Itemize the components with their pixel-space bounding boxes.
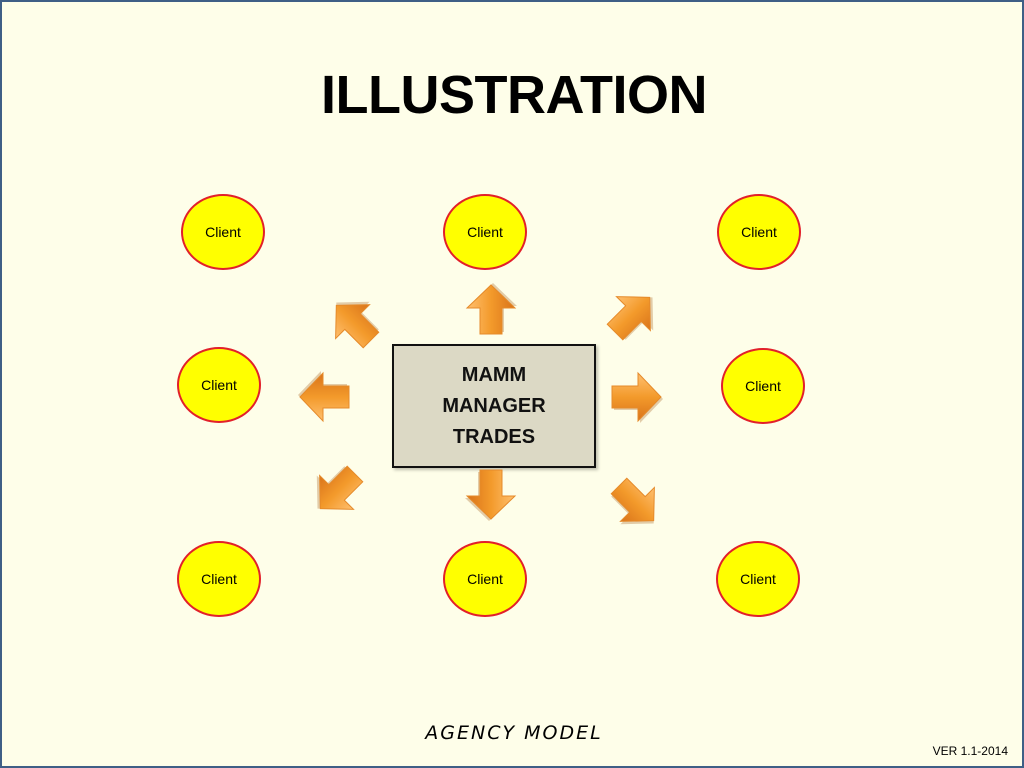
arrow-down-icon bbox=[461, 464, 521, 524]
client-node-middle-right: Client bbox=[721, 348, 805, 424]
arrow-up-left-icon bbox=[324, 293, 384, 353]
client-node-bottom-right: Client bbox=[716, 541, 800, 617]
center-line-1: MAMM bbox=[461, 363, 527, 386]
footer-label: AGENCY MODEL bbox=[425, 722, 603, 744]
client-node-top-center: Client bbox=[443, 194, 527, 270]
arrow-left-icon bbox=[295, 367, 355, 427]
client-node-bottom-left: Client bbox=[177, 541, 261, 617]
arrow-up-icon bbox=[461, 280, 521, 340]
arrow-down-left-icon bbox=[308, 461, 368, 521]
client-node-top-right: Client bbox=[717, 194, 801, 270]
center-line-2: MANAGER bbox=[442, 394, 546, 417]
version-label: VER 1.1-2014 bbox=[932, 744, 1008, 758]
center-box: MAMM MANAGER TRADES bbox=[392, 344, 596, 468]
slide-title: ILLUSTRATION bbox=[321, 65, 707, 125]
arrow-right-icon bbox=[606, 367, 666, 427]
client-node-middle-left: Client bbox=[177, 347, 261, 423]
arrow-up-right-icon bbox=[602, 285, 662, 345]
arrow-down-right-icon bbox=[606, 473, 666, 533]
client-node-bottom-center: Client bbox=[443, 541, 527, 617]
client-node-top-left: Client bbox=[181, 194, 265, 270]
center-line-3: TRADES bbox=[452, 425, 536, 448]
